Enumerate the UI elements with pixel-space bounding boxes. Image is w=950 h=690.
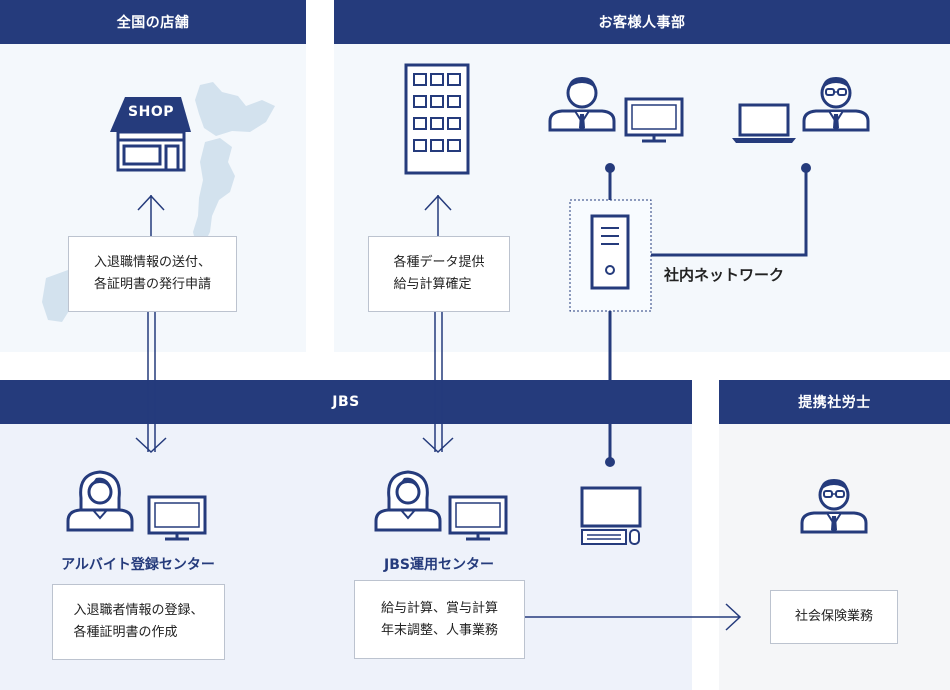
jbs-header: JBS [0,380,692,424]
hr-staff-icon [548,75,616,132]
building-icon [404,63,470,175]
hr-data-box: 各種データ提供給与計算確定 [368,236,510,312]
server-icon [590,214,630,290]
ops-monitor-icon [448,495,508,541]
stores-header: 全国の店舗 [0,0,306,44]
store-request-box: 入退職情報の送付、各証明書の発行申請 [68,236,237,312]
store-arrows [135,194,167,454]
network-label: 社内ネットワーク [664,266,785,284]
operations-box: 給与計算、賞与計算年末調整、人事業務 [354,580,525,659]
ops-center-label: JBS運用センター [384,557,494,573]
part-time-box: 入退職者情報の登録、各種証明書の作成 [52,584,225,660]
hr-arrows [422,194,454,454]
part-time-center-label: アルバイト登録センター [61,557,215,573]
ops-staff-icon [374,470,442,532]
network-lines [608,168,808,462]
partner-header: 提携社労士 [719,380,950,424]
shop-icon [110,97,191,172]
ops-to-partner-arrow [524,603,742,631]
customer-hr-header: お客様人事部 [334,0,950,44]
shop-sign: SHOP [128,104,174,120]
insurance-box: 社会保険業務 [770,590,898,644]
laptop-icon [732,103,796,143]
hr-manager-icon [802,75,870,132]
part-time-staff-icon [66,470,134,532]
desktop-icon [580,486,642,545]
hr-monitor-icon [624,97,684,143]
part-time-monitor-icon [147,495,207,541]
partner-icon [800,477,868,534]
